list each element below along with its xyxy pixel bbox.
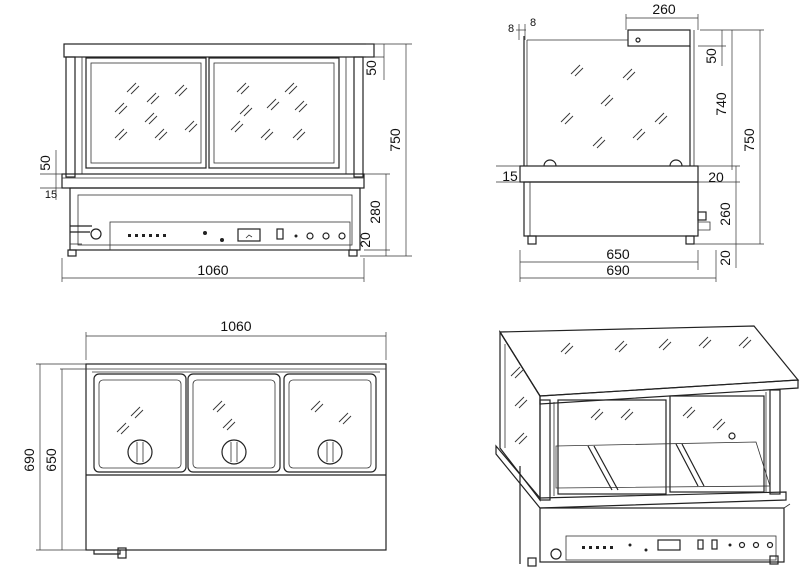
top-pan-1-knob	[127, 439, 153, 465]
side-base-dim: 260	[717, 202, 733, 226]
top-pan-2-knob	[221, 439, 247, 465]
front-left-post	[65, 56, 76, 178]
iso-front-glass-right	[669, 395, 765, 493]
front-view: 1060 50 750 280 20 50 15	[37, 43, 412, 282]
isometric-view	[495, 325, 800, 567]
side-top-bracket	[627, 29, 691, 47]
front-display	[237, 228, 261, 242]
front-base-dim: 280	[367, 200, 383, 224]
front-height-dim: 750	[387, 128, 403, 152]
front-glass-left	[85, 57, 207, 169]
front-left-dim-b: 15	[45, 189, 57, 201]
iso-canopy-top	[498, 325, 800, 397]
front-top-rail-dim: 50	[363, 60, 379, 76]
front-glass-right	[208, 57, 340, 169]
front-left-foot	[67, 249, 77, 257]
side-right-dim: 20	[708, 169, 724, 185]
front-top-canopy	[63, 43, 375, 58]
front-base-cabinet	[69, 187, 361, 251]
side-top-width-dim: 260	[652, 1, 676, 17]
front-counter-shelf	[61, 173, 365, 189]
side-top-left-dim-a: 8	[508, 23, 514, 35]
side-view: 260 8 8 50 740 750 20 260 20 15 650 690	[496, 1, 764, 282]
top-pan-2	[187, 373, 281, 473]
top-view: 1060	[21, 318, 387, 559]
top-pan-3	[283, 373, 377, 473]
iso-counter	[495, 444, 787, 509]
side-glass-hatching	[560, 64, 668, 149]
top-outer-frame	[85, 363, 387, 551]
side-inner-width-dim: 650	[606, 246, 630, 262]
front-glass-hatching	[114, 82, 308, 141]
side-foot-dim: 20	[717, 250, 733, 266]
top-pan-3-knob	[317, 439, 343, 465]
top-depth-outer-dim: 690	[21, 448, 37, 472]
side-outer-width-dim: 690	[606, 262, 630, 278]
iso-indicator-dots	[582, 546, 613, 549]
front-counter-dim: 20	[357, 232, 373, 248]
side-top-rail-dim: 50	[703, 48, 719, 64]
side-counter	[519, 165, 699, 183]
iso-base-front	[539, 507, 785, 563]
front-drain-tap	[90, 228, 102, 240]
top-depth-inner-dim: 650	[43, 448, 59, 472]
iso-front-glass-left	[557, 399, 667, 495]
front-width-dim: 1060	[197, 262, 228, 278]
front-right-post	[353, 56, 364, 178]
side-base	[523, 181, 699, 237]
front-left-dim-a: 50	[37, 155, 53, 171]
top-width-dim: 1060	[220, 318, 251, 334]
iso-display	[657, 539, 681, 551]
side-left-dim: 15	[502, 168, 518, 184]
side-total-height-dim: 750	[741, 128, 757, 152]
iso-control-panel	[565, 535, 777, 561]
front-indicator-dots	[128, 234, 166, 237]
top-pan-1	[93, 373, 187, 473]
top-drain-tap	[117, 547, 127, 559]
side-glass-height-dim: 740	[713, 92, 729, 116]
front-right-foot	[348, 249, 358, 257]
side-top-left-dim-b: 8	[530, 17, 536, 29]
front-control-panel	[109, 221, 351, 251]
